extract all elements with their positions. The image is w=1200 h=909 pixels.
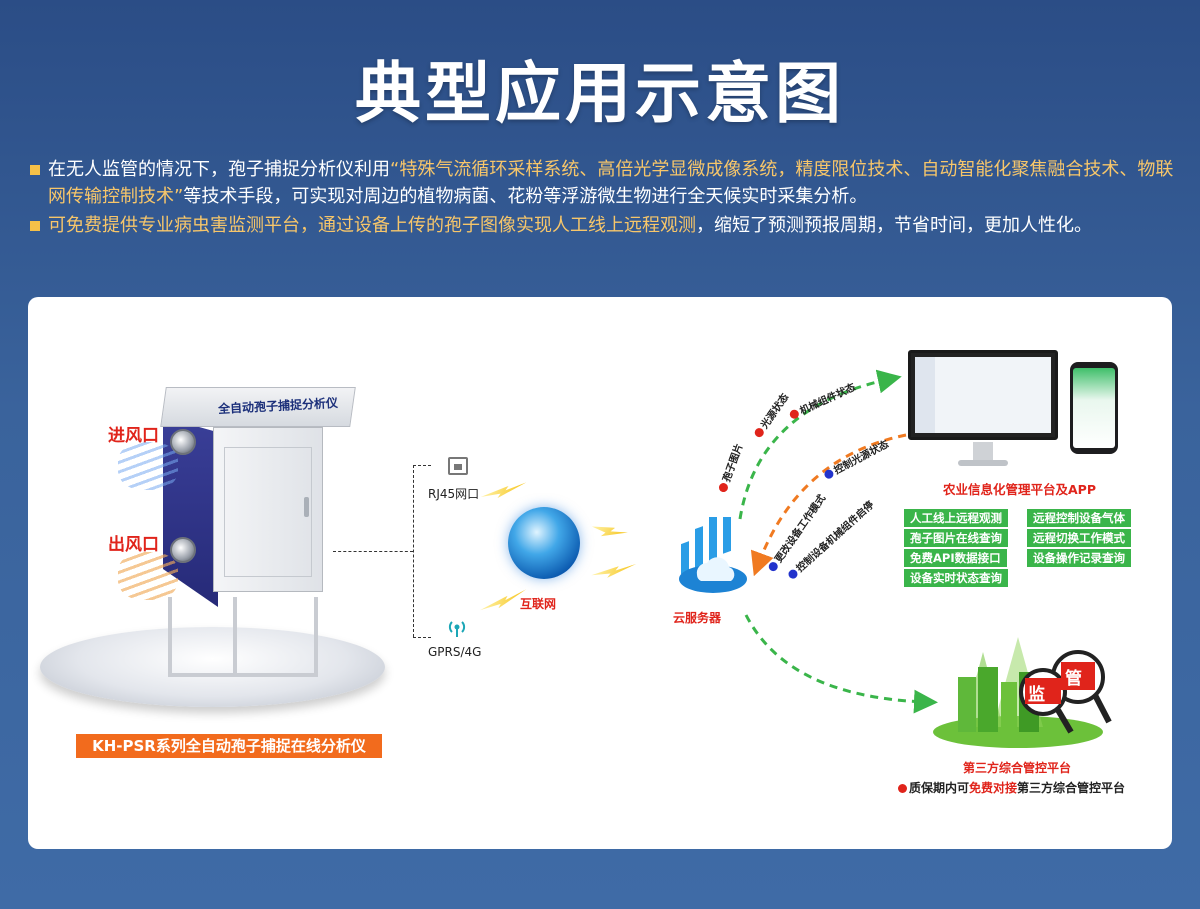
model-label: KH-PSR系列全自动孢子捕捉在线分析仪: [76, 734, 382, 758]
intro-p1-suffix: 等技术手段，可实现对周边的植物病菌、花粉等浮游微生物进行全天候实时采集分析。: [183, 186, 868, 207]
intro-p2-suffix: ，缩短了预测预报周期，节省时间，更加人性化。: [696, 215, 1092, 236]
cloud-label: 云服务器: [673, 611, 722, 625]
inlet-label: 进风口: [108, 426, 159, 446]
monitor-stand: [973, 442, 993, 462]
red-dot-icon: [898, 784, 907, 793]
monitor-base: [958, 460, 1008, 466]
device-platform: [40, 627, 385, 707]
door-handle-icon: [304, 497, 309, 517]
city-monitor-illustration: [933, 637, 1112, 748]
connector-line: [413, 465, 431, 466]
platform-title: 农业信息化管理平台及APP: [943, 482, 1096, 497]
feature-right-1: 远程控制设备气体: [1027, 509, 1131, 527]
feature-left-4: 设备实时状态查询: [904, 569, 1008, 587]
outlet-label: 出风口: [108, 535, 159, 555]
device-stand: [168, 597, 318, 677]
air-outflow-icon: [118, 552, 178, 600]
phone-icon: [1070, 362, 1118, 454]
internet-label: 互联网: [520, 597, 557, 611]
intro-paragraph-2: 可免费提供专业病虫害监测平台，通过设备上传的孢子图像实现人工线上远程观测，缩短了…: [30, 212, 1175, 239]
bullet-icon: [30, 221, 40, 231]
connector-line: [413, 637, 431, 638]
intro-text: 在无人监管的情况下，孢子捕捉分析仪利用“特殊气流循环采样系统、高倍光学显微成像系…: [30, 156, 1175, 241]
bullet-icon: [30, 165, 40, 175]
cloud-server-icon: [679, 517, 747, 593]
flow-arrows: [738, 369, 938, 714]
feature-left-3: 免费API数据接口: [904, 549, 1007, 567]
rj45-port-icon: [448, 457, 468, 475]
feature-left-2: 孢子图片在线查询: [904, 529, 1008, 547]
monitor-icon: [908, 350, 1058, 440]
feature-right-3: 设备操作记录查询: [1027, 549, 1131, 567]
third-party-note: 质保期内可免费对接第三方综合管控平台: [898, 779, 1125, 796]
device-stand-bar: [233, 597, 237, 677]
gprs-label: GPRS/4G: [428, 645, 482, 659]
intro-p1-highlight: “特殊气流循环采样系统、高倍光学显微成像系统，精度限位技术、自动智能化聚焦融合技…: [48, 159, 1174, 207]
globe-icon: [508, 507, 580, 579]
intro-paragraph-1: 在无人监管的情况下，孢子捕捉分析仪利用“特殊气流循环采样系统、高倍光学显微成像系…: [30, 156, 1175, 210]
page-title: 典型应用示意图: [355, 55, 845, 132]
badge-guan: 管: [1065, 669, 1082, 689]
air-inflow-icon: [118, 442, 178, 490]
diagram-panel: 全自动孢子捕捉分析仪 进风口 出风口 KH-PSR系列全自动孢子捕捉在线分析仪 …: [28, 297, 1172, 849]
device-door: [224, 447, 312, 577]
intro-p1-prefix: 在无人监管的情况下，孢子捕捉分析仪利用: [48, 159, 390, 180]
badge-jian: 监: [1028, 685, 1045, 705]
connector-line: [333, 551, 413, 552]
connector-line: [413, 465, 414, 637]
feature-left-1: 人工线上远程观测: [904, 509, 1008, 527]
platform-screen: [915, 357, 1051, 433]
rj45-label: RJ45网口: [428, 487, 480, 501]
third-party-title: 第三方综合管控平台: [963, 761, 1072, 775]
outlet-port-icon: [170, 537, 196, 563]
feature-right-2: 远程切换工作模式: [1027, 529, 1131, 547]
intro-p2-highlight: 可免费提供专业病虫害监测平台，通过设备上传的孢子图像实现人工线上远程观测: [48, 215, 696, 236]
signal-icon: [448, 621, 466, 637]
